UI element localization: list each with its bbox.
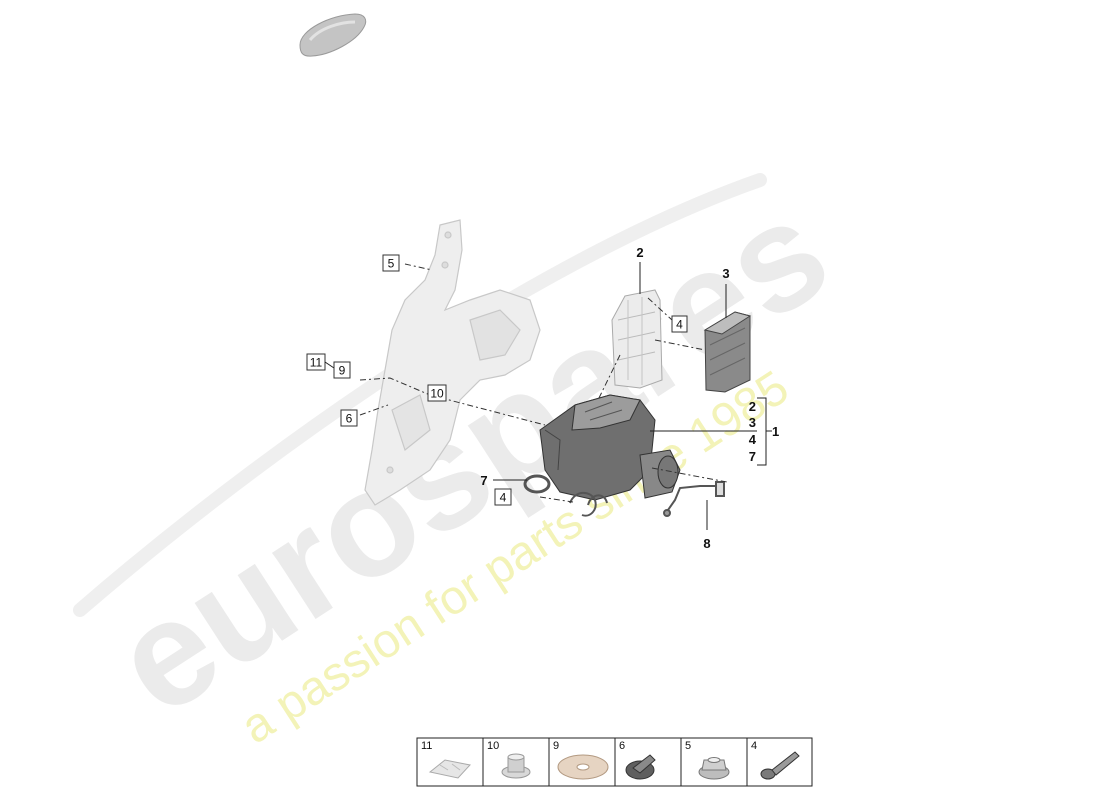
legend-num-4: 5 xyxy=(685,740,691,752)
callout-2: 2 xyxy=(636,245,643,260)
callout-4-upper-text: 4 xyxy=(676,318,683,332)
watermark: eurospares a passion for parts since 198… xyxy=(73,165,856,754)
bracket-item-4: 4 xyxy=(749,432,757,447)
callouts: 1 2 3 4 7 2 3 4 5 11 9 10 6 7 4 8 xyxy=(306,245,779,551)
air-filter-housing xyxy=(539,394,681,501)
callout-11-text: 11 xyxy=(310,356,323,370)
legend-num-2: 9 xyxy=(553,740,559,752)
seal-ring xyxy=(523,474,551,494)
flange-nut-icon xyxy=(698,757,730,780)
legend-num-1: 10 xyxy=(487,740,499,752)
callout-box-5 xyxy=(382,254,400,272)
parts-legend: 11 10 9 6 5 4 xyxy=(416,737,813,787)
support-frame xyxy=(364,219,541,506)
bracket-item-7: 7 xyxy=(749,449,756,464)
callout-box-4-lower xyxy=(494,488,512,506)
callout-box-4-upper xyxy=(671,315,688,333)
sensor-line xyxy=(663,481,725,517)
watermark-brand: eurospares xyxy=(86,165,856,746)
clip-icon xyxy=(428,759,471,779)
bolt-icon xyxy=(760,751,800,780)
legend-num-5: 4 xyxy=(751,740,757,752)
callout-box-10 xyxy=(427,384,447,402)
grommet-icon xyxy=(501,753,531,779)
bracket-item-2: 2 xyxy=(749,399,756,414)
washer-icon xyxy=(557,754,609,780)
legend-num-0: 11 xyxy=(421,740,432,752)
callout-8: 8 xyxy=(703,536,710,551)
callout-3: 3 xyxy=(722,266,729,281)
callout-4-lower-text: 4 xyxy=(500,491,507,505)
clamp-pair xyxy=(569,491,608,517)
air-filter-element xyxy=(703,311,752,393)
callout-main-1: 1 xyxy=(772,424,779,439)
leader-lines xyxy=(493,262,772,530)
callout-box-6 xyxy=(340,409,358,427)
car-silhouette-icon xyxy=(299,13,367,57)
bracket-item-3: 3 xyxy=(749,415,756,430)
callout-10-text: 10 xyxy=(430,387,444,401)
callout-9-text: 9 xyxy=(339,364,346,378)
filter-cover xyxy=(611,289,663,389)
callout-box-9 xyxy=(333,361,351,379)
callout-6-text: 6 xyxy=(346,412,353,426)
callout-7: 7 xyxy=(480,473,487,488)
callout-5-text: 5 xyxy=(388,257,395,271)
flange-bolt-icon xyxy=(625,754,656,780)
assembly-lines xyxy=(334,263,728,503)
legend-num-3: 6 xyxy=(619,740,625,752)
